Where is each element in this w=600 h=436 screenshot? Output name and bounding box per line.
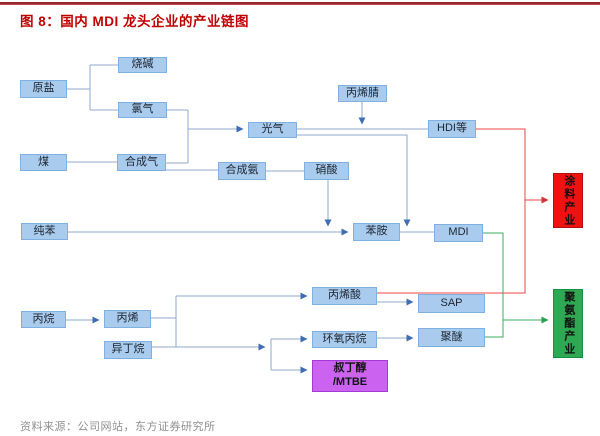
node-mei: 煤 — [20, 154, 67, 171]
top-divider-rule — [0, 2, 600, 5]
connector-line — [377, 128, 526, 294]
node-hechengqi: 合成气 — [117, 154, 166, 171]
node-shaojian: 烧碱 — [118, 57, 167, 73]
node-bingxisuan: 丙烯酸 — [312, 287, 377, 305]
node-huanyang: 环氧丙烷 — [312, 331, 377, 348]
figure-title: 图 8：国内 MDI 龙头企业的产业链图 — [20, 14, 250, 29]
connector-line — [297, 134, 411, 227]
node-bingxijing: 丙烯腈 — [338, 85, 387, 102]
connector-line — [483, 232, 504, 338]
node-luqi: 氯气 — [118, 102, 167, 118]
node-bingxi: 丙烯 — [104, 310, 151, 328]
node-yidingwan: 异丁烷 — [104, 341, 152, 359]
source-note: 资料来源：公司网站，东方证券研究所 — [20, 421, 216, 433]
node-sap: SAP — [418, 294, 485, 313]
node-jumi: 聚醚 — [418, 328, 485, 347]
node-guangqi: 光气 — [248, 122, 297, 138]
node-hdi: HDI等 — [428, 120, 476, 138]
node-hechengan: 合成氨 — [218, 162, 266, 180]
node-yuanyan: 原盐 — [20, 80, 67, 98]
node-chunben: 纯苯 — [21, 223, 68, 240]
node-shudingchun: 叔丁醇 /MTBE — [312, 360, 388, 392]
node-benan: 苯胺 — [353, 223, 400, 241]
node-tuliao: 涂料产业 — [553, 173, 583, 228]
node-juanzhi: 聚氨酯产业 — [553, 289, 583, 358]
node-bingwan: 丙烷 — [21, 311, 66, 328]
node-mdi: MDI — [434, 224, 483, 242]
node-xiaosuan: 硝酸 — [304, 162, 349, 180]
